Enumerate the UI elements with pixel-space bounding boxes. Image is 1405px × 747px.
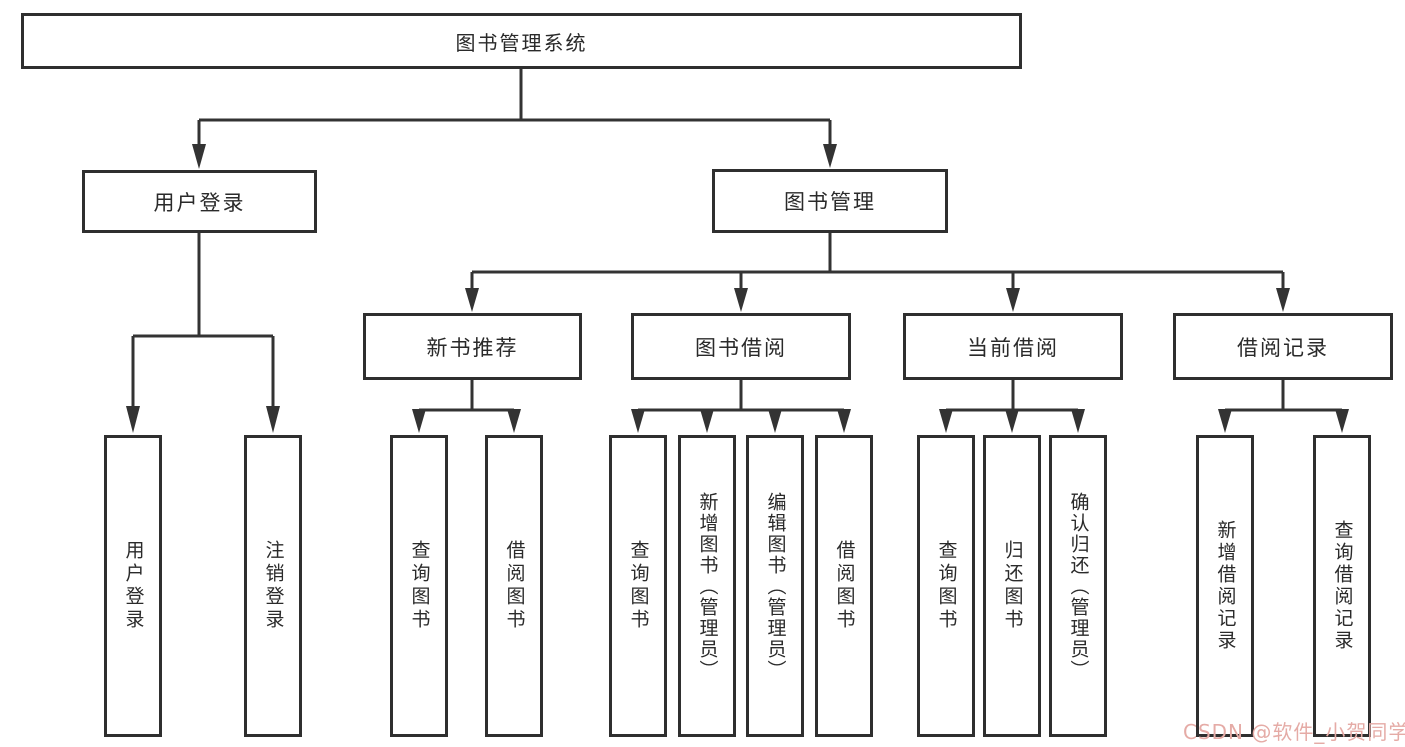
leaf-rec-borrow-books: 借阅图书	[485, 435, 543, 737]
leaf-br-query-record: 查询借阅记录	[1313, 435, 1371, 737]
leaf-bb-edit-books-admin: 编辑图书（管理员）	[746, 435, 804, 737]
connector-book-management-branch	[470, 233, 1285, 291]
leaf-cb-return-books: 归还图书	[983, 435, 1041, 737]
node-library-system: 图书管理系统	[21, 13, 1022, 69]
connector-user-login-branch	[131, 233, 275, 409]
leaf-br-add-record: 新增借阅记录	[1196, 435, 1254, 737]
leaf-bb-add-books-admin: 新增图书（管理员）	[678, 435, 736, 737]
leaf-rec-query-books: 查询图书	[390, 435, 448, 737]
node-borrowing-records: 借阅记录	[1173, 313, 1393, 380]
csdn-watermark: CSDN @软件_小贺同学	[1183, 720, 1405, 744]
arrowheads-level3	[465, 288, 1290, 312]
arrowheads-level2	[192, 144, 837, 169]
leaf-bb-query-books: 查询图书	[609, 435, 667, 737]
leaf-user-login: 用户登录	[104, 435, 162, 737]
arrowheads-level4	[126, 406, 1349, 433]
leaf-cb-query-books: 查询图书	[917, 435, 975, 737]
node-book-management: 图书管理	[712, 169, 948, 233]
node-current-borrowing: 当前借阅	[903, 313, 1123, 380]
connector-new-book-branch	[417, 380, 516, 414]
node-new-book-recommend: 新书推荐	[363, 313, 582, 380]
leaf-cb-confirm-return-admin: 确认归还（管理员）	[1049, 435, 1107, 737]
node-book-borrowing: 图书借阅	[631, 313, 851, 380]
connector-root-branch	[197, 69, 832, 148]
connector-book-borrow-branch	[636, 380, 846, 414]
leaf-logout: 注销登录	[244, 435, 302, 737]
connector-current-borrow-branch	[944, 380, 1080, 414]
leaf-bb-borrow-books: 借阅图书	[815, 435, 873, 737]
node-user-login: 用户登录	[82, 170, 317, 233]
connector-borrow-records-branch	[1223, 380, 1344, 414]
